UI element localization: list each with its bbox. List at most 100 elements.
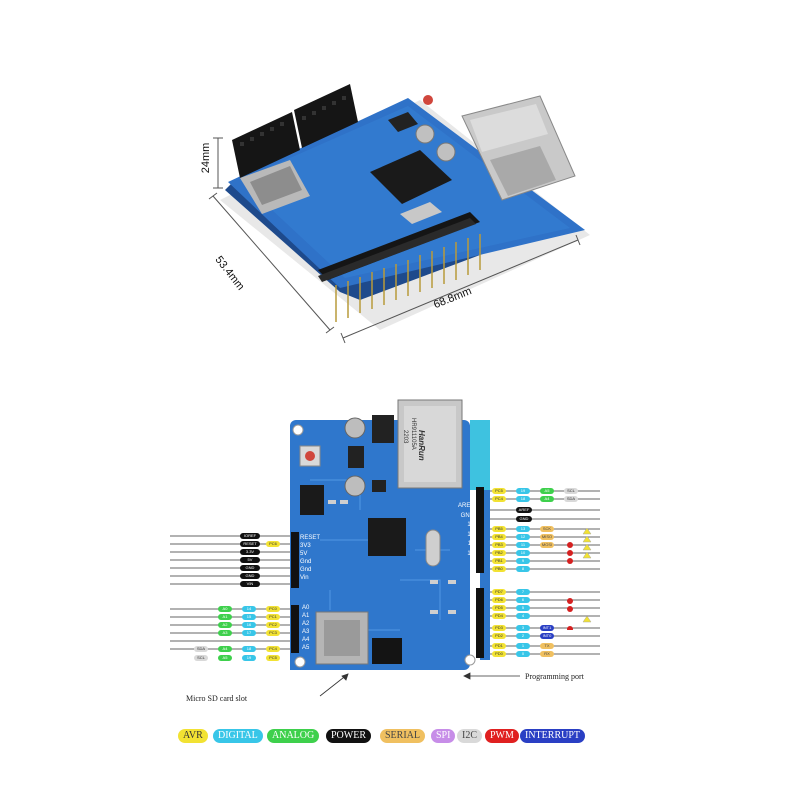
tag-a3: A3	[218, 630, 232, 636]
tag-r-d12: 12	[516, 534, 530, 540]
legend-analog: ANALOG	[267, 729, 320, 743]
tag-r-d19: 19	[516, 488, 530, 494]
silk-0: 0	[470, 648, 474, 655]
tag-d19: 19	[242, 655, 256, 661]
silk-a2: A2	[302, 621, 310, 627]
tag-a0: A0	[218, 606, 232, 612]
programming-port-annotation: Programming port	[525, 672, 584, 681]
legend-power: POWER	[326, 729, 371, 743]
tag-r-a4: A4	[540, 496, 554, 502]
tag-r-gnd: GND	[516, 516, 532, 522]
tag-r-int1: INT1	[540, 625, 554, 631]
silk-1: 1	[470, 640, 474, 646]
digital-header-bottom	[476, 588, 484, 658]
tag-r-d10: 10	[516, 550, 530, 556]
silk-6: 6	[470, 597, 474, 604]
tag-r-aref: AREF	[516, 507, 532, 513]
tag-r-pd3: PD3	[492, 625, 506, 631]
tag-r-pd2: PD2	[492, 633, 506, 639]
silk-vin: Vin	[300, 575, 309, 581]
tag-r-pb3: PB3	[492, 542, 506, 548]
silk-2: 2	[470, 631, 474, 638]
silk-3v3: 3V3	[300, 543, 311, 549]
pwm-markers	[567, 527, 592, 630]
tag-3v3: 3.3V	[240, 549, 260, 555]
tag-r-d6: 6	[516, 597, 530, 603]
legend-digital: DIGITAL	[213, 729, 263, 743]
tag-pc2: PC2	[266, 622, 280, 628]
silk-gnd2: Gnd	[300, 567, 312, 573]
silk-gnd1: Gnd	[300, 559, 312, 565]
tag-pc1: PC1	[266, 614, 280, 620]
legend-pwm: PWM	[485, 729, 519, 743]
silk-12: 12	[467, 531, 474, 538]
power-silk: RESET 3V3 5V Gnd Gnd Vin	[300, 534, 320, 582]
tag-reset-pc6: PC6	[266, 541, 280, 547]
ethernet-part-label: HR911105A	[410, 418, 416, 450]
reset-button-3d	[423, 95, 433, 105]
tag-d15: 15	[242, 614, 256, 620]
tag-r-tx: TX	[540, 643, 554, 649]
tag-r-pb0: PB0	[492, 566, 506, 572]
tag-r-mosi: MOSI	[540, 542, 554, 548]
tag-r-d7: 7	[516, 589, 530, 595]
tag-r-d0: 0	[516, 651, 530, 657]
tag-r-d4: 4	[516, 613, 530, 619]
legend-spi: SPI	[431, 729, 456, 743]
tag-r-scl: SCL	[564, 488, 578, 494]
tag-5v: 5V	[240, 557, 260, 563]
tag-r-pb5: PB5	[492, 526, 506, 532]
tag-r-pc4: PC4	[492, 496, 506, 502]
legend-i2c: I2C	[457, 729, 482, 743]
tag-r-pc5: PC5	[492, 488, 506, 494]
silk-reset: RESET	[300, 535, 321, 541]
tag-r-pd0: PD0	[492, 651, 506, 657]
silk-a1: A1	[302, 613, 310, 619]
w5100-chip	[368, 518, 406, 556]
silk-a3: A3	[302, 629, 310, 635]
silk-5: 5	[470, 606, 474, 612]
tag-r-a5: A5	[540, 488, 554, 494]
silk-5v: 5V	[300, 551, 308, 557]
w5100-chip-3d	[370, 150, 452, 204]
tag-pc4: PC4	[266, 646, 280, 652]
tag-r-miso: MISO	[540, 534, 554, 540]
tag-r-pd1: PD1	[492, 643, 506, 649]
tag-pc0: PC0	[266, 606, 280, 612]
tag-gnd2: GND	[240, 573, 260, 579]
digital-silk-top: AREF GND 13 12 11 10 9 8	[456, 502, 474, 578]
digital-silk-bottom: 7 6 5 4 3 2 1 0	[456, 588, 474, 656]
tag-r-d5: 5	[516, 605, 530, 611]
tag-a2: A2	[218, 622, 232, 628]
tag-sda-left: SDA	[194, 646, 208, 652]
tag-a4: A4	[218, 646, 232, 652]
legend-interrupt: INTERRUPT	[520, 729, 585, 743]
digital-header-top	[476, 487, 484, 573]
silk-4: 4	[470, 614, 474, 621]
tag-r-d8: 8	[516, 566, 530, 572]
tag-a1: A1	[218, 614, 232, 620]
tag-reset: RESET	[240, 541, 260, 547]
tag-r-pd6: PD6	[492, 597, 506, 603]
tag-r-d9: 9	[516, 558, 530, 564]
analog-silk: A0 A1 A2 A3 A4 A5	[302, 604, 309, 652]
legend-serial: SERIAL	[380, 729, 425, 743]
tag-d17: 17	[242, 630, 256, 636]
ethernet-date-label: 2203	[402, 430, 408, 444]
tag-r-rx: RX	[540, 651, 554, 657]
back-header-left	[232, 112, 300, 178]
silk-8: 8	[470, 569, 474, 576]
tag-r-sda: SDA	[564, 496, 578, 502]
pinout-board-illustration	[170, 399, 600, 697]
shield-3d-illustration	[208, 84, 590, 344]
silk-a0: A0	[302, 605, 310, 611]
tag-a5: A5	[218, 655, 232, 661]
crystal	[425, 529, 441, 567]
tag-r-pb2: PB2	[492, 550, 506, 556]
tag-r-pb1: PB1	[492, 558, 506, 564]
tag-scl-left: SCL	[194, 655, 208, 661]
tag-r-d1: 1	[516, 643, 530, 649]
tag-r-pd7: PD7	[492, 589, 506, 595]
sd-slot-annotation: Micro SD card slot	[186, 694, 248, 703]
legend-avr: AVR	[178, 729, 208, 743]
